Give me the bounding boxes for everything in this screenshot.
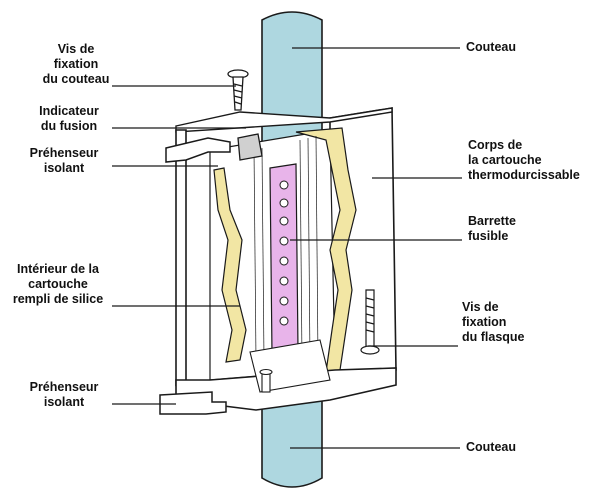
label-prehenseur-top: Préhenseur isolant [29, 146, 99, 175]
fusion-indicator [237, 133, 263, 161]
label-corps: Corps de la cartouche thermodurcissable [468, 138, 580, 182]
leader-lines [112, 47, 462, 449]
silica-left [213, 167, 247, 363]
label-couteau-top: Couteau [466, 40, 516, 54]
body-top [175, 107, 393, 133]
top-blade [261, 11, 323, 151]
label-barrette: Barrette fusible [468, 214, 516, 243]
label-interieur: Intérieur de la cartouche rempli de sili… [12, 262, 104, 306]
base-screw [259, 368, 273, 393]
blade-screw [227, 69, 249, 111]
label-vis-couteau: Vis de fixation du couteau [42, 42, 110, 86]
bottom-gripper [159, 391, 227, 415]
flange-screw [360, 289, 380, 355]
label-indicateur: Indicateur du fusion [39, 104, 99, 133]
top-gripper [165, 137, 231, 163]
bottom-blade [261, 399, 323, 488]
label-prehenseur-bottom: Préhenseur isolant [29, 380, 99, 409]
label-vis-flasque: Vis de fixation du flasque [462, 300, 525, 344]
body-left-wall [175, 129, 187, 387]
inner-hatching [253, 135, 319, 361]
fuse-strip-holes [279, 180, 289, 326]
label-couteau-bottom: Couteau [466, 440, 516, 454]
